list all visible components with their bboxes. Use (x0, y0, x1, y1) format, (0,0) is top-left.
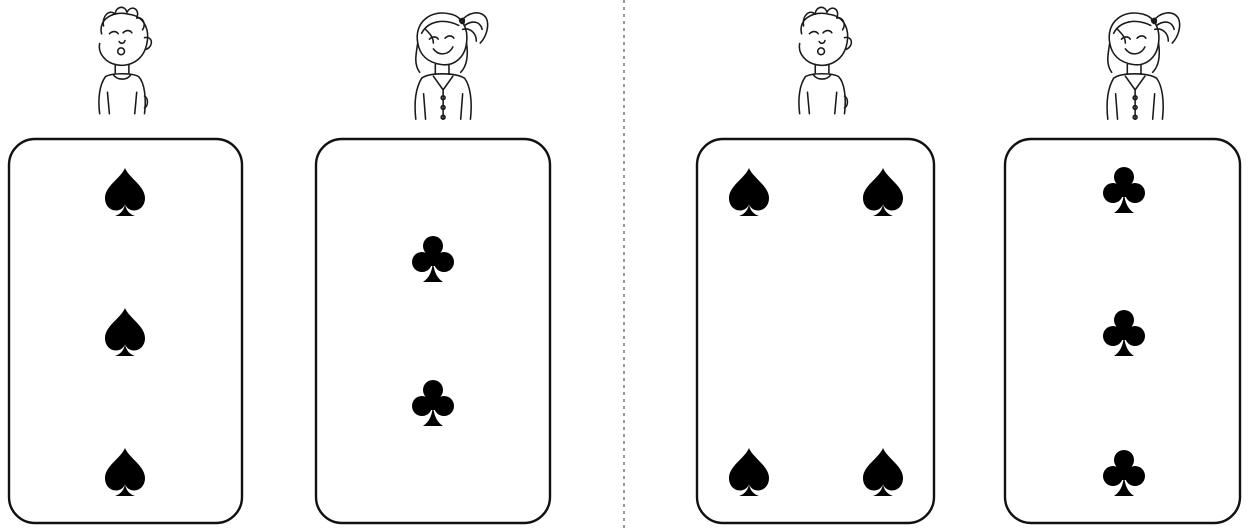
boy-illustration-icon (99, 7, 151, 113)
boy-card (697, 139, 934, 523)
boy-illustration-icon (799, 7, 851, 113)
girl-illustration-icon (415, 13, 488, 119)
right-panel (697, 7, 1240, 523)
girl-card (316, 139, 550, 523)
left-panel (9, 7, 550, 523)
boy-card (9, 139, 242, 523)
girl-card (1005, 139, 1240, 523)
girl-illustration-icon (1107, 13, 1180, 119)
